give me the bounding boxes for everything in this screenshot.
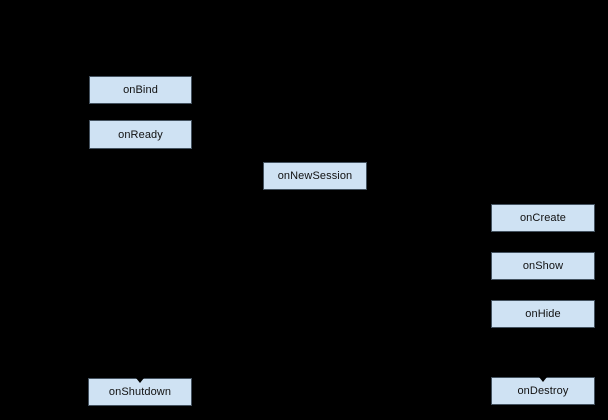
node-onhide: onHide: [491, 300, 595, 328]
node-onnewsession-label: onNewSession: [277, 170, 353, 182]
arrowhead-icon: [136, 378, 144, 383]
node-onbind: onBind: [89, 76, 192, 104]
arrowhead-icon: [539, 377, 547, 382]
node-ondestroy-label: onDestroy: [517, 385, 569, 397]
node-onshow-label: onShow: [522, 260, 564, 272]
node-ondestroy: onDestroy: [491, 377, 595, 405]
node-onhide-label: onHide: [525, 308, 561, 320]
node-onbind-label: onBind: [123, 84, 158, 96]
node-onready-label: onReady: [118, 128, 163, 141]
node-onnewsession: onNewSession: [263, 162, 367, 190]
node-onready: onReady: [89, 120, 192, 149]
node-oncreate: onCreate: [491, 204, 595, 232]
node-onshow: onShow: [491, 252, 595, 280]
node-onshutdown: onShutdown: [88, 378, 192, 406]
node-oncreate-label: onCreate: [519, 212, 567, 224]
node-onshutdown-label: onShutdown: [108, 386, 172, 398]
